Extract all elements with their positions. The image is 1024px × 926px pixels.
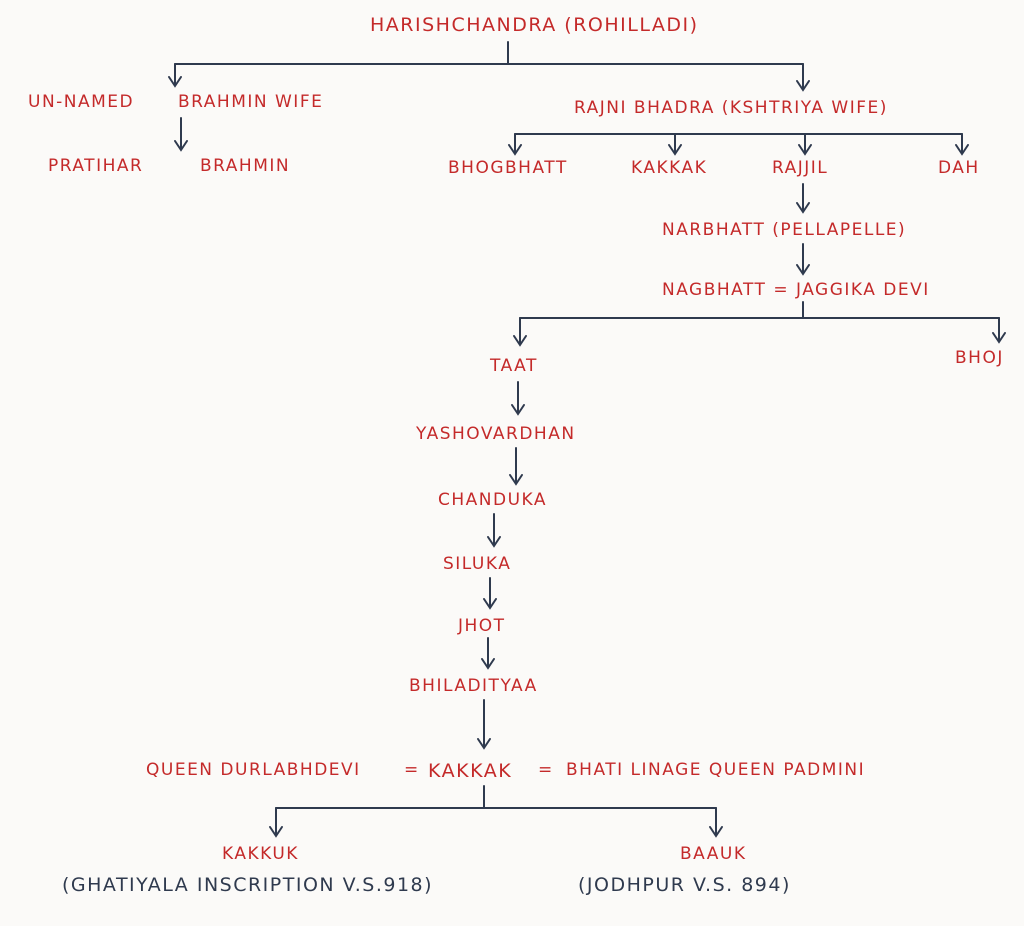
- arrow-icon: [513, 335, 527, 347]
- lineage-node: Taat: [490, 356, 538, 376]
- arrow-icon: [269, 826, 283, 838]
- arrow-icon: [796, 202, 810, 214]
- arrow-icon: [955, 144, 969, 156]
- equals-sign: =: [538, 760, 554, 780]
- arrow-icon: [668, 144, 682, 156]
- arrow-icon: [508, 144, 522, 156]
- wife1-role: Brahmin wife: [178, 92, 324, 112]
- arrow-icon: [511, 404, 525, 416]
- kakkuk-node: Kakkuk: [222, 844, 299, 864]
- pratihar-node: Pratihar: [48, 156, 144, 176]
- arrow-icon: [798, 144, 812, 156]
- kakkak-king-node: Kakkak: [428, 760, 513, 782]
- arrow-icon: [992, 332, 1006, 344]
- queen1-node: Queen Durlabhdevi: [146, 760, 361, 780]
- baauk-node: Baauk: [680, 844, 747, 864]
- son-node: Dah: [938, 158, 980, 178]
- brahmin-node: Brahmin: [200, 156, 291, 176]
- lineage-node: Jhot: [458, 616, 506, 636]
- root-node: Harishchandra (Rohilladi): [370, 14, 699, 36]
- arrow-icon: [796, 80, 810, 92]
- lineage-node: Bhiladityaa: [409, 676, 538, 696]
- queen2-node: Bhati Linage Queen Padmini: [566, 760, 866, 780]
- arrow-icon: [709, 826, 723, 838]
- bhoj-node: Bhoj: [955, 348, 1004, 368]
- arrow-icon: [481, 658, 495, 670]
- arrow-icon: [477, 738, 491, 750]
- arrow-icon: [509, 474, 523, 486]
- baauk-note: (Jodhpur V.S. 894): [578, 874, 791, 896]
- lineage-node: Siluka: [443, 554, 512, 574]
- arrow-icon: [487, 536, 501, 548]
- equals-sign: =: [404, 760, 420, 780]
- wife1-node: Un-Named: [28, 92, 135, 112]
- son-node: Rajjil: [772, 158, 829, 178]
- arrow-icon: [796, 264, 810, 276]
- wife2-node: Rajni Bhadra (Kshtriya wife): [574, 98, 888, 118]
- lineage-node: Chanduka: [438, 490, 548, 510]
- arrow-icon: [174, 140, 188, 152]
- nagbhatt-node: Nagbhatt = Jaggika Devi: [662, 280, 930, 300]
- kakkuk-note: (Ghatiyala Inscription V.S.918): [62, 874, 434, 896]
- son-node: Kakkak: [631, 158, 708, 178]
- arrow-icon: [483, 598, 497, 610]
- son-node: Bhogbhatt: [448, 158, 568, 178]
- lineage-node: Yashovardhan: [416, 424, 576, 444]
- arrow-icon: [168, 76, 182, 88]
- narbhatt-node: Narbhatt (Pellapelle): [662, 220, 907, 240]
